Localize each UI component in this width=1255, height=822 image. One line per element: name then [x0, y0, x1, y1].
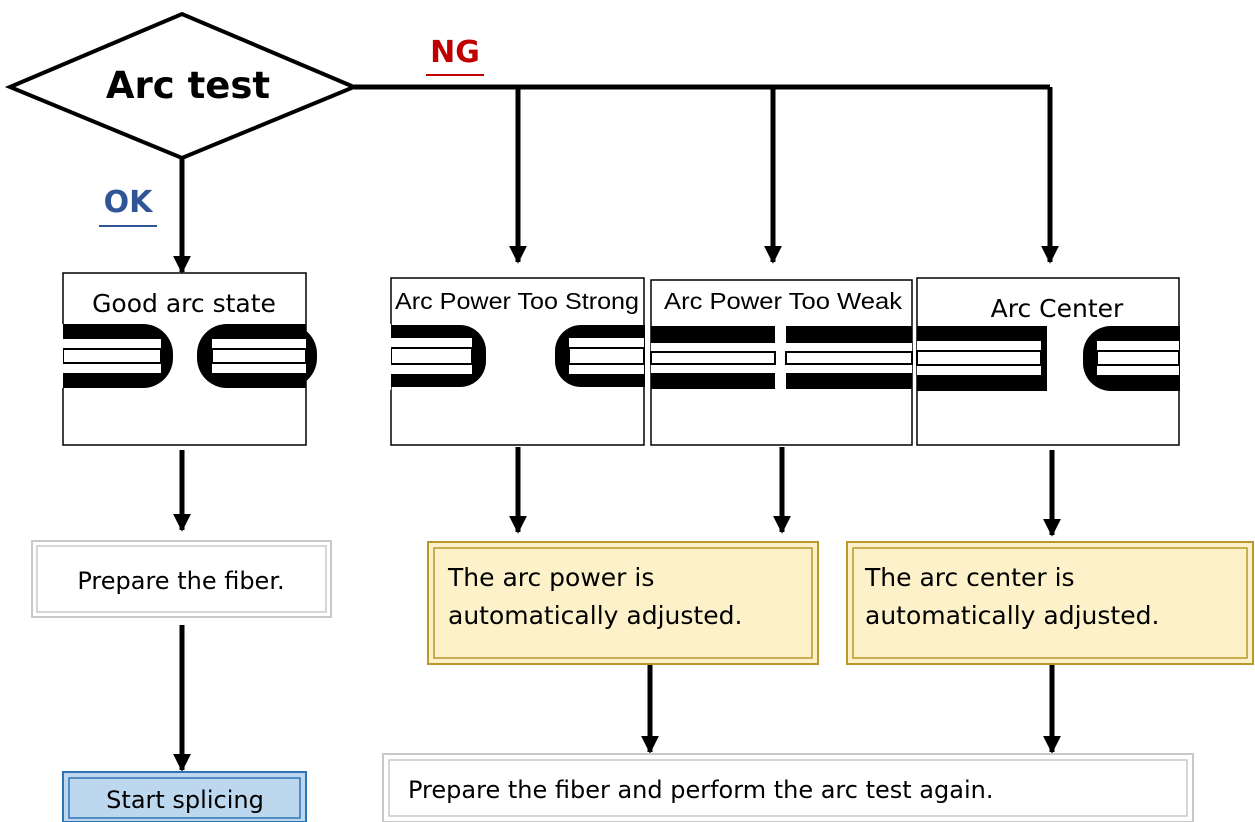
- fiber-image-weak: [650, 326, 913, 389]
- step-retry: Prepare the fiber and perform the arc te…: [382, 753, 1194, 822]
- start-splicing-label: Start splicing: [106, 786, 264, 814]
- step-power-adjusted: The arc power is automatically adjusted.: [427, 541, 819, 665]
- prepare-label: Prepare the fiber.: [77, 567, 284, 595]
- decision-label: Arc test: [106, 64, 270, 107]
- state-strong-label: Arc Power Too Strong: [395, 288, 639, 314]
- state-good-arc: Good arc state: [0, 272, 317, 446]
- state-arc-center: Arc Center: [916, 277, 1255, 446]
- power-adjust-line2: automatically adjusted.: [448, 601, 742, 630]
- step-start-splicing: Start splicing: [62, 771, 307, 822]
- state-power-weak: Arc Power Too Weak: [650, 279, 913, 446]
- connectors: [173, 84, 1061, 772]
- ng-branch-label: NG: [426, 35, 484, 76]
- ng-label: NG: [430, 35, 480, 70]
- ok-branch-label: OK: [99, 185, 157, 227]
- step-prepare-fiber: Prepare the fiber.: [31, 540, 332, 618]
- retry-label: Prepare the fiber and perform the arc te…: [408, 776, 993, 804]
- state-good-label: Good arc state: [92, 289, 276, 318]
- center-adjust-line2: automatically adjusted.: [865, 601, 1159, 630]
- ok-label: OK: [104, 185, 155, 220]
- center-adjust-line1: The arc center is: [864, 563, 1075, 592]
- state-center-label: Arc Center: [991, 294, 1124, 323]
- state-power-strong: Arc Power Too Strong: [340, 277, 685, 446]
- state-weak-label: Arc Power Too Weak: [664, 288, 903, 314]
- step-center-adjusted: The arc center is automatically adjusted…: [846, 541, 1254, 665]
- arc-test-decision: Arc test: [4, 11, 360, 161]
- power-adjust-line1: The arc power is: [447, 563, 654, 592]
